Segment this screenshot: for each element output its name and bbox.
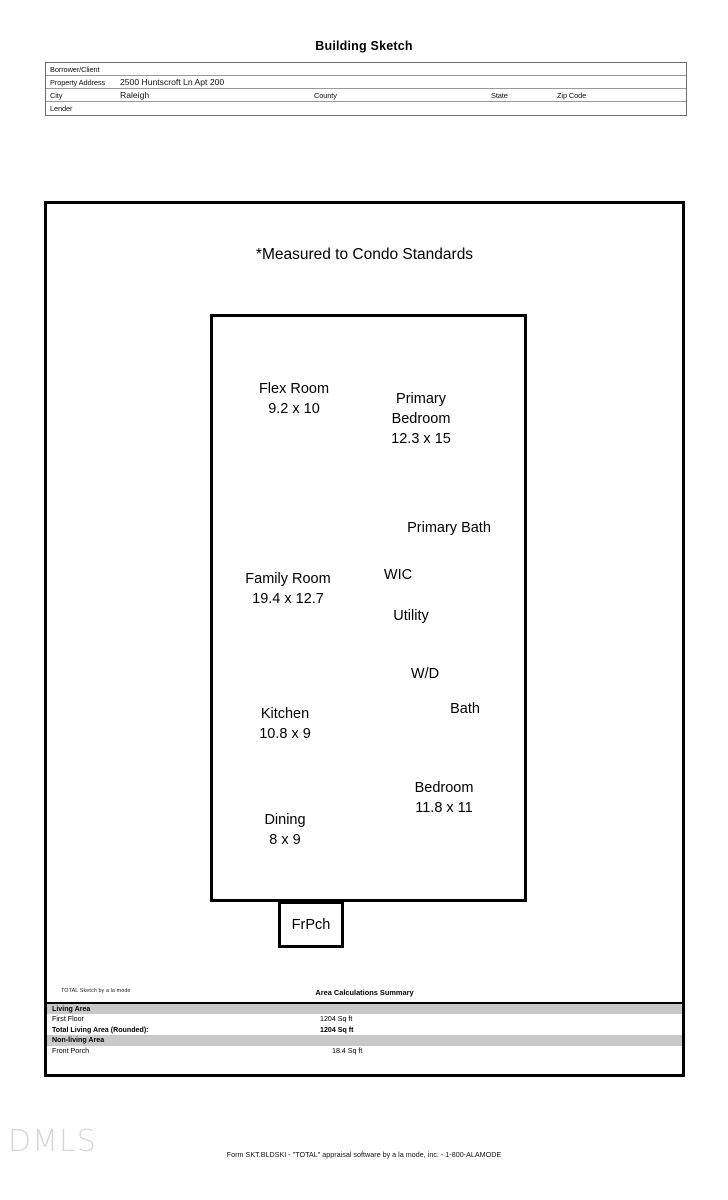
room-primary-bath-name: Primary Bath	[407, 520, 491, 536]
room-flex-room-dims: 9.2 x 10	[268, 401, 320, 417]
room-bedroom-name: Bedroom	[414, 780, 474, 796]
total-living-area-value: 1204 Sq ft	[320, 1025, 354, 1034]
property-address-label: Property Address	[50, 78, 106, 87]
sketch-credit: TOTAL Sketch by a la mode	[61, 988, 131, 994]
room-flex-room: Flex Room 9.2 x 10	[259, 379, 329, 419]
room-dining-dims: 8 x 9	[269, 832, 301, 848]
living-area-label: Living Area	[52, 1005, 91, 1013]
room-dining: Dining 8 x 9	[264, 810, 305, 850]
first-floor-label: First Floor	[52, 1015, 84, 1024]
dmls-watermark: DMLS	[8, 1124, 97, 1159]
lender-label: Lender	[50, 104, 73, 113]
first-floor-value: 1204 Sq ft	[320, 1015, 353, 1024]
room-bath: Bath	[450, 699, 480, 719]
property-info-table: Borrower/Client Property Address 2500 Hu…	[45, 62, 687, 116]
floor-plan-outline	[210, 314, 527, 902]
room-wd: W/D	[411, 664, 439, 684]
total-living-area-label: Total Living Area (Rounded):	[52, 1025, 149, 1034]
form-footer-text: Form SKT.BLDSKI - "TOTAL" appraisal soft…	[226, 1150, 502, 1159]
table-row-lender: Lender	[46, 102, 686, 115]
table-row-property-address: Property Address 2500 Huntscroft Ln Apt …	[46, 76, 686, 89]
borrower-label: Borrower/Client	[50, 65, 100, 74]
county-label: County	[314, 91, 337, 100]
condo-standards-note: *Measured to Condo Standards	[255, 246, 474, 263]
room-family-room: Family Room 19.4 x 12.7	[245, 569, 330, 609]
building-sketch-panel: *Measured to Condo Standards Flex Room 9…	[44, 201, 685, 1077]
room-bedroom-dims: 11.8 x 11	[415, 800, 473, 816]
area-calculations-title: Area Calculations Summary	[315, 988, 414, 997]
room-kitchen-name: Kitchen	[260, 706, 310, 722]
table-row-first-floor: First Floor 1204 Sq ft	[47, 1014, 682, 1024]
room-wic-name: WIC	[383, 567, 413, 583]
room-bath-name: Bath	[450, 701, 480, 717]
room-family-room-name: Family Room	[245, 571, 331, 587]
room-utility: Utility	[393, 606, 428, 626]
front-porch-label: FrPch	[291, 916, 331, 933]
room-kitchen-dims: 10.8 x 9	[259, 726, 311, 742]
room-dining-name: Dining	[264, 812, 306, 828]
table-row-front-porch: Front Porch 18.4 Sq ft	[47, 1046, 682, 1056]
room-primary-bath: Primary Bath	[407, 518, 491, 538]
table-row-non-living-area: Non-living Area	[47, 1035, 682, 1046]
state-label: State	[491, 91, 508, 100]
room-bedroom: Bedroom 11.8 x 11	[415, 778, 474, 818]
room-wd-name: W/D	[410, 666, 440, 682]
room-primary-bedroom-name: Primary	[396, 391, 446, 407]
area-calculations-table: Living Area First Floor 1204 Sq ft Total…	[47, 1002, 682, 1056]
property-address-value[interactable]: 2500 Huntscroft Ln Apt 200	[120, 77, 225, 87]
room-family-room-dims: 19.4 x 12.7	[252, 591, 324, 607]
room-wic: WIC	[384, 565, 412, 585]
room-kitchen: Kitchen 10.8 x 9	[259, 704, 311, 744]
table-row-borrower: Borrower/Client	[46, 63, 686, 76]
room-primary-bedroom-dims: 12.3 x 15	[391, 431, 451, 447]
front-porch-box: FrPch	[278, 901, 344, 948]
table-row-city: City Raleigh County State Zip Code	[46, 89, 686, 102]
city-label: City	[50, 91, 63, 100]
room-utility-name: Utility	[393, 608, 429, 624]
table-row-total-living-area: Total Living Area (Rounded): 1204 Sq ft	[47, 1025, 682, 1035]
room-flex-room-name: Flex Room	[258, 381, 330, 397]
page-title: Building Sketch	[315, 39, 413, 53]
non-living-area-label: Non-living Area	[52, 1036, 105, 1045]
table-row-living-area: Living Area	[47, 1004, 682, 1015]
zip-code-label: Zip Code	[557, 91, 587, 100]
room-primary-bedroom: Primary Bedroom 12.3 x 15	[391, 389, 451, 449]
room-primary-bedroom-name2: Bedroom	[391, 411, 451, 427]
front-porch-area-label: Front Porch	[52, 1046, 90, 1055]
front-porch-area-value: 18.4 Sq ft	[332, 1046, 363, 1055]
city-value[interactable]: Raleigh	[120, 90, 150, 100]
